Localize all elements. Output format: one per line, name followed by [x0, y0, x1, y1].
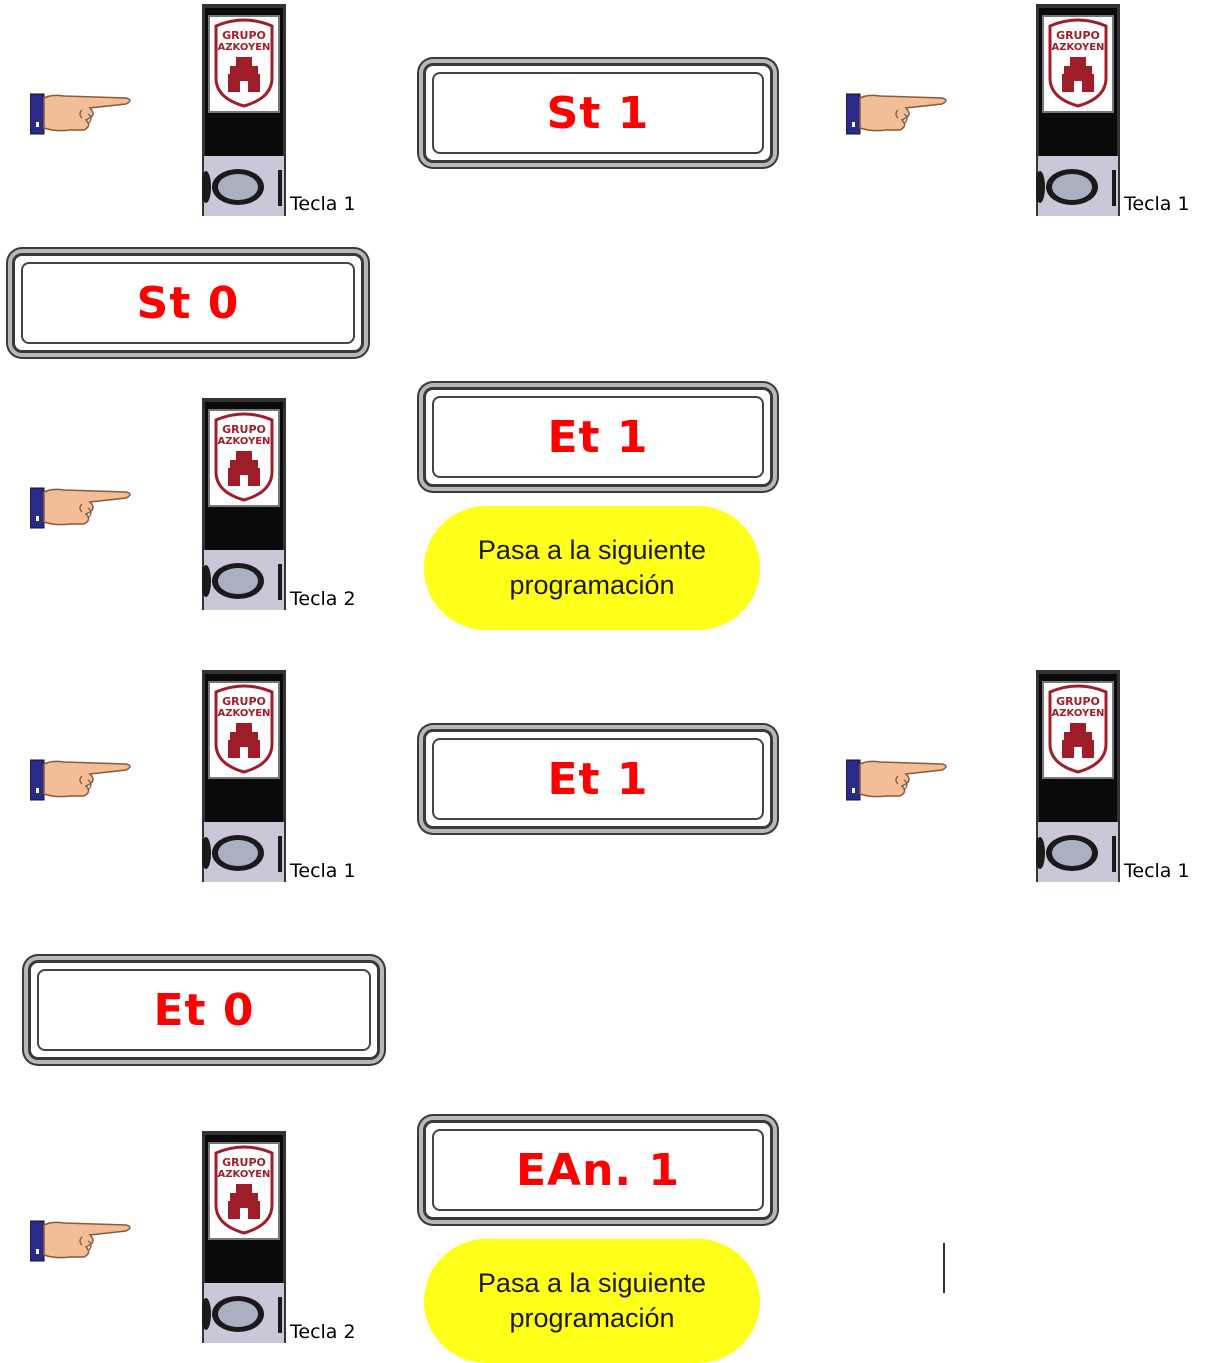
display-et1: Et 1: [423, 387, 773, 487]
display-et0: Et 0: [28, 960, 380, 1060]
note-bubble: Pasa a la siguiente programación: [424, 1239, 760, 1363]
azkoyen-device: [202, 1131, 286, 1343]
display-st1: St 1: [423, 63, 773, 163]
pointing-hand-icon: [30, 482, 134, 530]
azkoyen-device: [202, 670, 286, 882]
azkoyen-device: [202, 4, 286, 216]
display-value: EAn. 1: [515, 1144, 681, 1196]
key-label: Tecla 1: [290, 193, 356, 215]
pointing-hand-icon: [30, 1215, 134, 1263]
note-bubble: Pasa a la siguiente programación: [424, 506, 760, 630]
display-value: Et 1: [547, 411, 649, 463]
azkoyen-device: [1036, 4, 1120, 216]
display-value: St 0: [136, 277, 240, 329]
display-value: St 1: [546, 87, 650, 139]
key-label: Tecla 1: [1124, 860, 1190, 882]
key-label: Tecla 1: [290, 860, 356, 882]
key-label: Tecla 2: [290, 1321, 356, 1343]
display-value: Et 0: [153, 984, 255, 1036]
azkoyen-device: [1036, 670, 1120, 882]
note-text: Pasa a la siguiente programación: [477, 1268, 707, 1333]
azkoyen-device: [202, 398, 286, 610]
display-value: Et 1: [547, 753, 649, 805]
divider-line: [943, 1243, 945, 1293]
display-et1-repeat: Et 1: [423, 729, 773, 829]
display-st0: St 0: [12, 253, 364, 353]
display-ean1: EAn. 1: [423, 1120, 773, 1220]
key-label: Tecla 1: [1124, 193, 1190, 215]
key-label: Tecla 2: [290, 588, 356, 610]
pointing-hand-icon: [846, 754, 950, 802]
pointing-hand-icon: [30, 754, 134, 802]
note-text: Pasa a la siguiente programación: [477, 535, 707, 600]
pointing-hand-icon: [30, 88, 134, 136]
pointing-hand-icon: [846, 88, 950, 136]
